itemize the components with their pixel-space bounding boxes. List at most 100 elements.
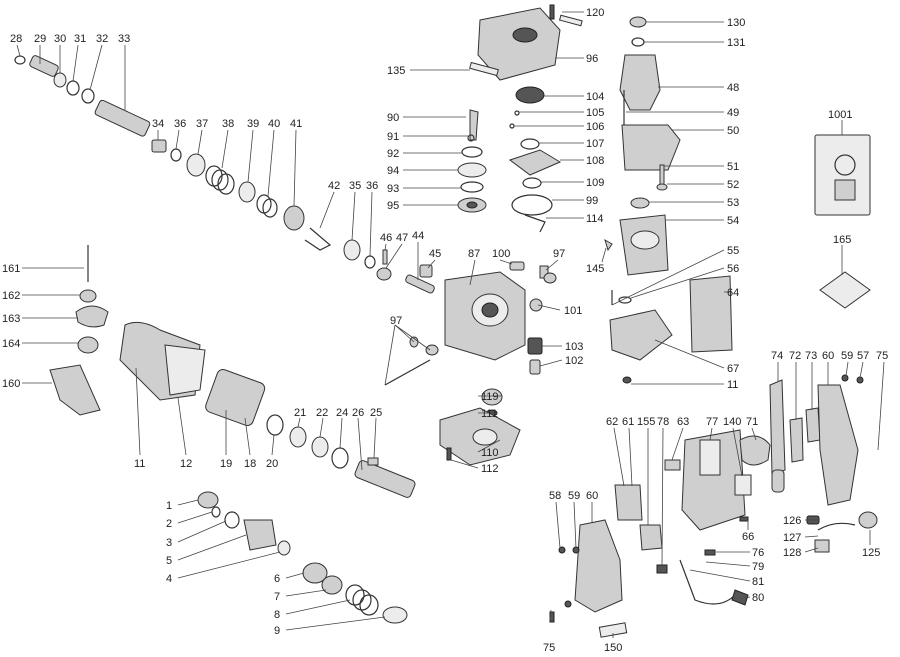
label-49: 49	[727, 107, 739, 119]
cable-parts	[806, 511, 878, 553]
callout-labels: 28 29 30 31 32 33 34 36 37 38 39 40 41 4…	[2, 7, 888, 654]
ring-21	[289, 426, 307, 448]
label-59b: 59	[568, 490, 580, 502]
label-155: 155	[637, 416, 655, 428]
label-75b: 75	[543, 642, 555, 654]
label-36b: 36	[366, 180, 378, 192]
label-35: 35	[349, 180, 361, 192]
label-60b: 60	[586, 490, 598, 502]
leader-lines	[16, 11, 885, 638]
label-56: 56	[727, 263, 739, 275]
label-100: 100	[492, 248, 510, 260]
label-110: 110	[481, 447, 499, 459]
label-24: 24	[336, 407, 348, 419]
label-145: 145	[586, 263, 604, 275]
label-80: 80	[752, 592, 764, 604]
manual-1001	[814, 134, 871, 216]
rod-44	[405, 274, 435, 294]
label-61: 61	[622, 416, 634, 428]
sleeve-29	[29, 55, 59, 77]
label-25: 25	[370, 407, 382, 419]
bearing-stack	[457, 109, 487, 213]
rear-handle-parts	[769, 374, 864, 506]
ring-28	[14, 55, 26, 65]
ring-36	[170, 148, 182, 162]
label-54: 54	[727, 215, 739, 227]
label-131: 131	[727, 37, 745, 49]
spindle-26	[354, 460, 416, 498]
label-111: 111	[481, 408, 498, 420]
label-19: 19	[220, 458, 232, 470]
label-102: 102	[565, 355, 583, 367]
ring-24	[331, 447, 349, 469]
label-59a: 59	[841, 350, 853, 362]
oring-20	[266, 414, 284, 436]
label-29: 29	[34, 33, 46, 45]
label-126: 126	[783, 515, 801, 527]
label-55: 55	[727, 245, 739, 257]
label-163: 163	[2, 313, 20, 325]
label-119: 119	[481, 391, 499, 403]
clip-42	[304, 227, 332, 251]
spindle-parts-group	[14, 55, 435, 294]
label-48: 48	[727, 82, 739, 94]
roller-47	[376, 267, 392, 281]
label-63: 63	[677, 416, 689, 428]
label-72: 72	[789, 350, 801, 362]
label-104: 104	[586, 91, 604, 103]
motor-parts-group	[604, 16, 733, 384]
label-105: 105	[586, 107, 604, 119]
label-127: 127	[783, 532, 801, 544]
label-2: 2	[166, 518, 172, 530]
ring-22	[311, 436, 329, 458]
label-97b: 97	[390, 315, 402, 327]
label-38: 38	[222, 118, 234, 130]
label-130: 130	[727, 17, 745, 29]
ring-35	[343, 239, 361, 261]
label-44: 44	[412, 230, 424, 242]
label-103: 103	[565, 341, 583, 353]
cover-96	[477, 7, 561, 81]
label-135: 135	[387, 65, 405, 77]
label-73: 73	[805, 350, 817, 362]
label-11a: 11	[134, 458, 145, 470]
label-78: 78	[657, 416, 669, 428]
label-8: 8	[274, 609, 280, 621]
label-40: 40	[268, 118, 280, 130]
label-32: 32	[96, 33, 108, 45]
label-11b: 11	[727, 379, 738, 391]
spring-40	[256, 194, 278, 218]
label-62: 62	[606, 416, 618, 428]
label-97a: 97	[553, 248, 565, 260]
cylinder-18	[205, 369, 266, 427]
label-164: 164	[2, 338, 20, 350]
label-92: 92	[387, 148, 399, 160]
label-140: 140	[723, 416, 741, 428]
label-162: 162	[2, 290, 20, 302]
gear-base-group	[439, 388, 521, 466]
label-87: 87	[468, 248, 480, 260]
label-93: 93	[387, 183, 399, 195]
gearbox-housing-87	[444, 271, 526, 361]
spring-38	[205, 165, 235, 195]
label-77: 77	[706, 416, 718, 428]
label-46: 46	[380, 232, 392, 244]
label-165: 165	[833, 234, 851, 246]
label-66: 66	[742, 531, 754, 543]
label-42: 42	[328, 180, 340, 192]
label-30: 30	[54, 33, 66, 45]
label-114: 114	[586, 213, 604, 225]
label-51: 51	[727, 161, 739, 173]
label-120: 120	[586, 7, 604, 19]
label-39: 39	[247, 118, 259, 130]
cage-39	[238, 181, 256, 203]
label-161: 161	[2, 263, 20, 275]
label-45: 45	[429, 248, 441, 260]
label-20: 20	[266, 458, 278, 470]
label-112: 112	[481, 463, 499, 475]
label-90: 90	[387, 112, 399, 124]
label-107: 107	[586, 138, 604, 150]
piston-45	[419, 264, 433, 278]
label-74: 74	[771, 350, 783, 362]
label-60a: 60	[822, 350, 834, 362]
